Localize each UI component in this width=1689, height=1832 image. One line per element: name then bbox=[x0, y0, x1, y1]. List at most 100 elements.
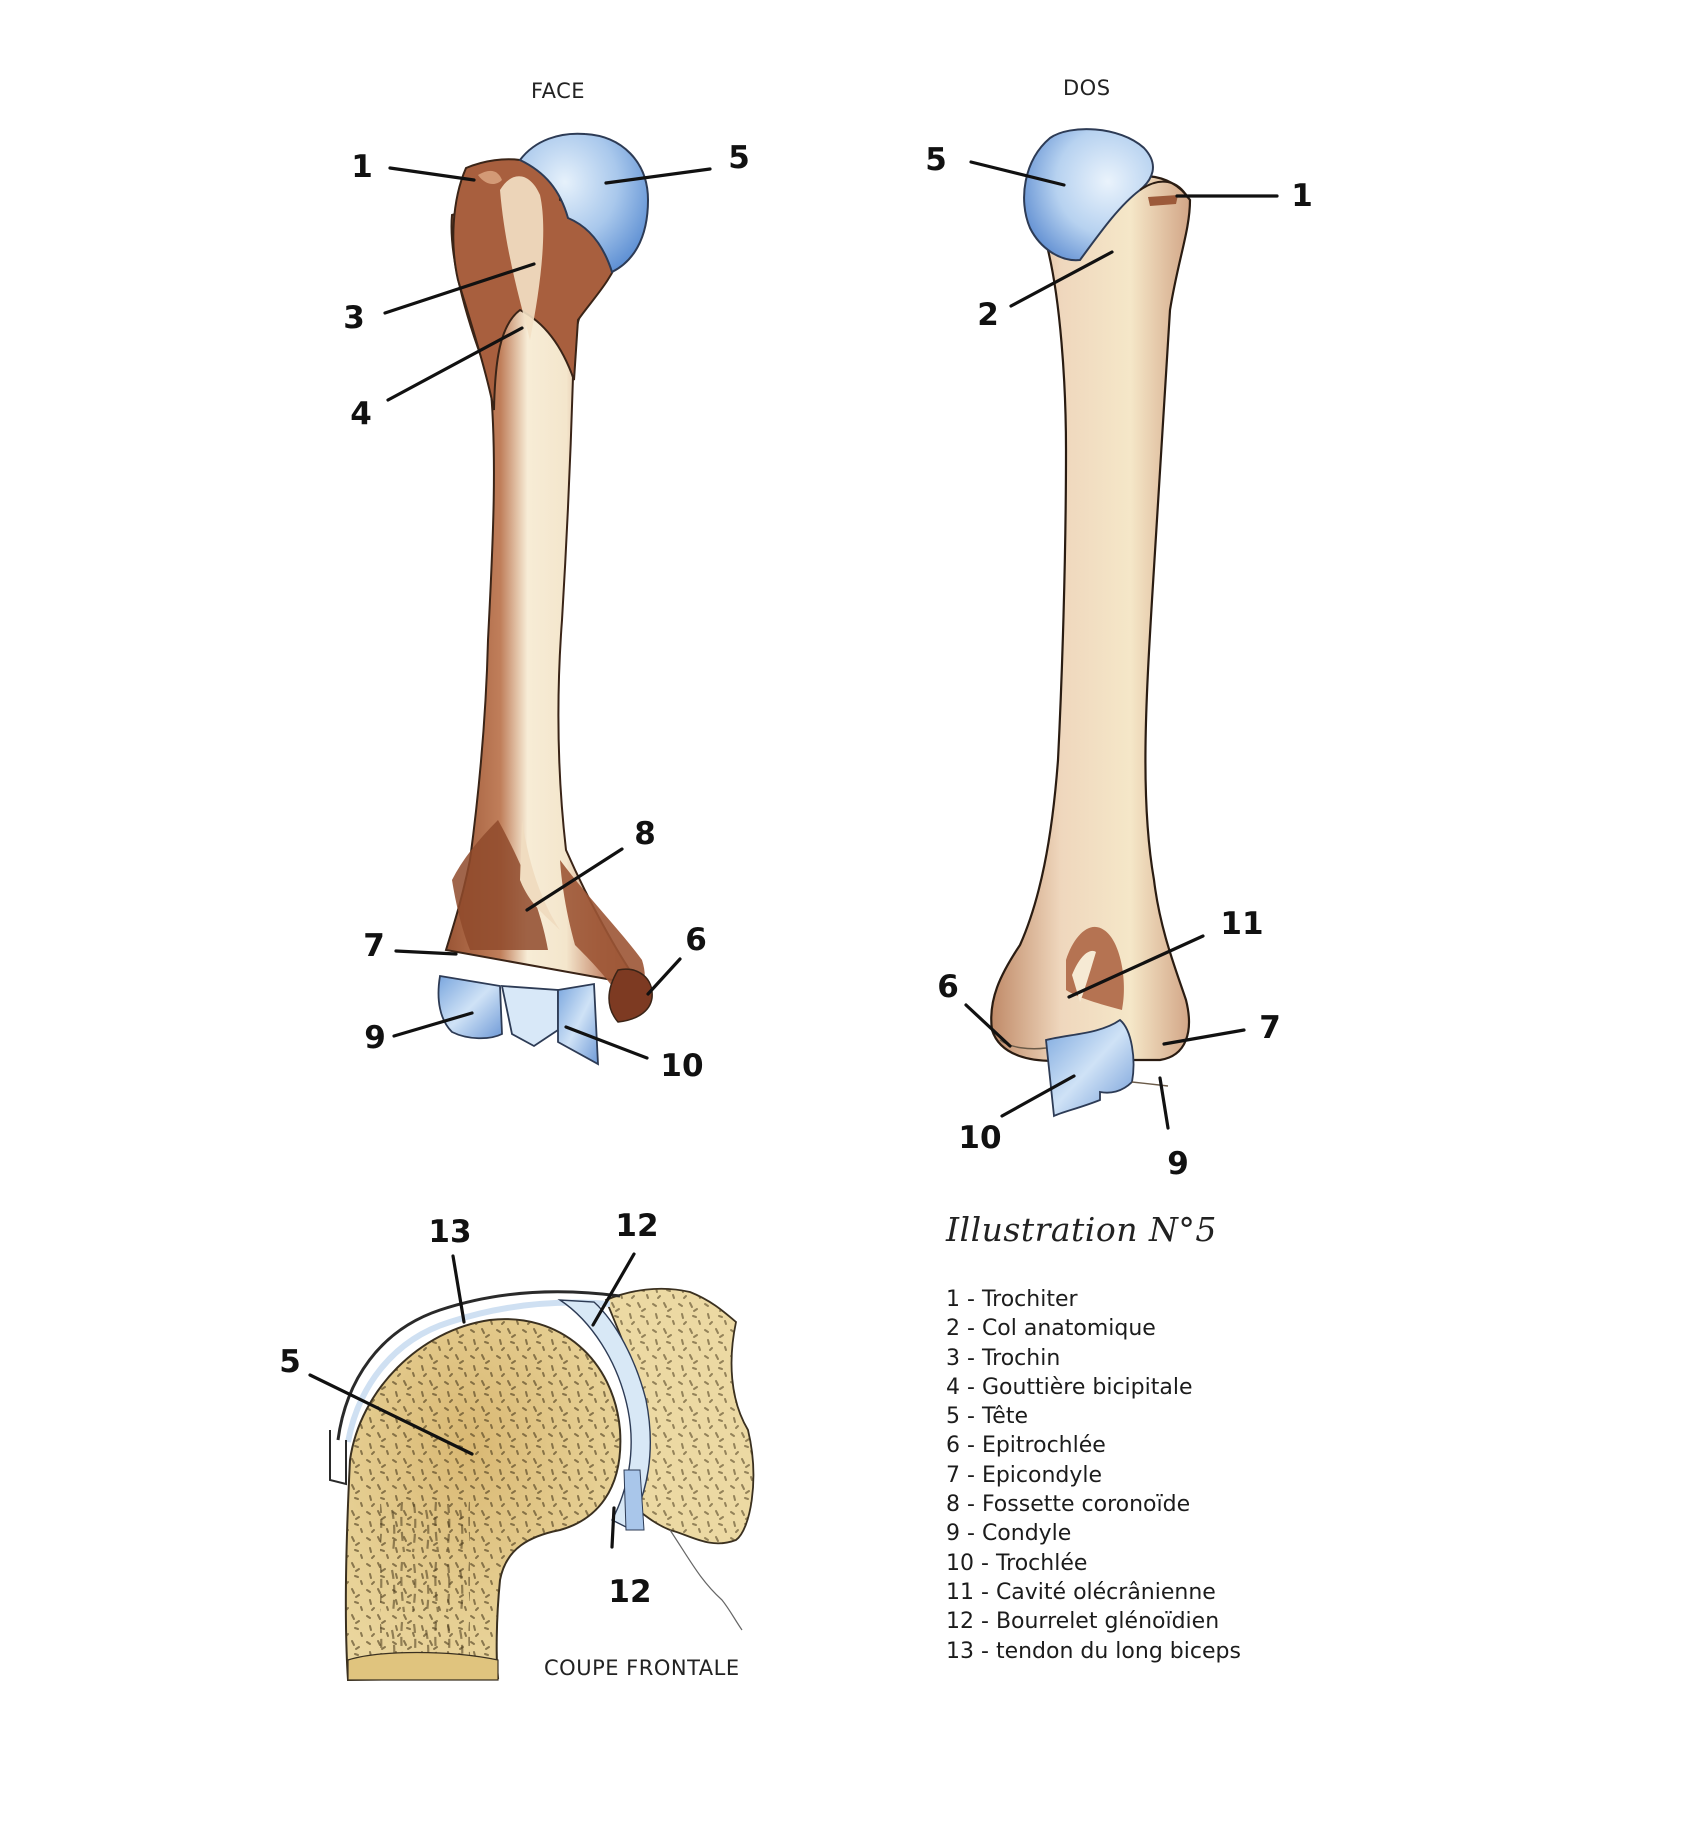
face-epitrochlea bbox=[608, 968, 653, 1023]
legend-item-number: 9 bbox=[946, 1521, 960, 1547]
legend-item-number: 7 bbox=[946, 1462, 960, 1488]
callout-dos-2: 2 bbox=[977, 297, 999, 333]
callout-face-10: 10 bbox=[660, 1048, 704, 1084]
frontal-section bbox=[329, 1287, 755, 1682]
legend-item-label: tendon du long biceps bbox=[995, 1638, 1241, 1664]
legend-item-separator: - bbox=[960, 1287, 982, 1312]
legend-item-separator: - bbox=[974, 1638, 996, 1664]
legend-item: 10 - Trochlée bbox=[946, 1549, 1406, 1578]
legend-item-number: 4 bbox=[946, 1374, 960, 1400]
leader-face-9 bbox=[392, 1011, 474, 1038]
legend-item-label: Epicondyle bbox=[981, 1462, 1103, 1488]
section-capsule bbox=[336, 1290, 621, 1441]
legend-item: 1 - Trochiter bbox=[946, 1285, 1406, 1314]
callout-face-5: 5 bbox=[728, 140, 750, 176]
legend-item-separator: - bbox=[960, 1404, 982, 1430]
callout-section-12-top: 12 bbox=[615, 1208, 659, 1244]
face-trochlea bbox=[557, 982, 599, 1066]
dos-head-cartilage bbox=[1023, 128, 1154, 262]
leader-dos-11 bbox=[1067, 934, 1205, 999]
callout-dos-1: 1 bbox=[1291, 178, 1313, 214]
legend-item-separator: - bbox=[960, 1521, 982, 1547]
legend-item-number: 13 bbox=[946, 1638, 974, 1664]
leader-dos-10 bbox=[1000, 1074, 1076, 1118]
legend-item-number: 12 bbox=[946, 1609, 974, 1635]
callout-dos-6: 6 bbox=[937, 969, 959, 1005]
callout-dos-5: 5 bbox=[925, 142, 947, 178]
legend-item: 12 - Bourrelet glénoïdien bbox=[946, 1607, 1406, 1636]
leader-dos-7 bbox=[1162, 1028, 1246, 1046]
leader-face-3 bbox=[383, 262, 536, 315]
callout-face-6: 6 bbox=[685, 922, 707, 958]
callout-face-1: 1 bbox=[351, 149, 373, 185]
legend-item-number: 6 bbox=[946, 1433, 960, 1459]
callout-dos-9: 9 bbox=[1167, 1146, 1189, 1182]
leader-face-5 bbox=[604, 167, 712, 185]
leader-dos-9 bbox=[1158, 1076, 1170, 1130]
leader-face-10 bbox=[564, 1025, 649, 1060]
leader-section-13 bbox=[451, 1254, 466, 1324]
legend-item: 8 - Fossette coronoïde bbox=[946, 1490, 1406, 1519]
callout-dos-10: 10 bbox=[958, 1120, 1002, 1156]
legend-item: 2 - Col anatomique bbox=[946, 1314, 1406, 1343]
legend-item-label: Trochlée bbox=[995, 1550, 1088, 1576]
callout-section-5: 5 bbox=[279, 1344, 301, 1380]
callout-face-8: 8 bbox=[634, 816, 656, 852]
dos-shaft bbox=[990, 174, 1192, 1062]
legend-item: 3 - Trochin bbox=[946, 1344, 1406, 1373]
legend-item-label: Fossette coronoïde bbox=[981, 1492, 1191, 1518]
legend-item-number: 10 bbox=[946, 1550, 974, 1576]
leader-face-8 bbox=[525, 847, 624, 912]
legend-item-separator: - bbox=[960, 1462, 982, 1488]
legend-item: 6 - Epitrochlée bbox=[946, 1431, 1406, 1460]
legend-item-separator: - bbox=[960, 1433, 982, 1459]
callout-face-4: 4 bbox=[350, 396, 372, 432]
leader-section-12-bottom bbox=[610, 1506, 616, 1549]
legend-item: 4 - Gouttière bicipitale bbox=[946, 1373, 1406, 1402]
leader-dos-6 bbox=[964, 1003, 1012, 1048]
callout-face-9: 9 bbox=[364, 1020, 386, 1056]
legend-item: 11 - Cavité olécrânienne bbox=[946, 1578, 1406, 1607]
legend-item-label: Cavité olécrânienne bbox=[995, 1579, 1216, 1605]
legend-item-number: 8 bbox=[946, 1492, 960, 1518]
face-trochlea-center bbox=[500, 985, 559, 1048]
view-title-face: FACE bbox=[531, 79, 586, 103]
legend-item: 7 - Epicondyle bbox=[946, 1461, 1406, 1490]
callout-face-7: 7 bbox=[363, 928, 385, 964]
legend-item-number: 1 bbox=[946, 1287, 960, 1312]
dos-view bbox=[990, 128, 1192, 1118]
legend-item-label: Condyle bbox=[981, 1521, 1072, 1547]
leader-face-4 bbox=[386, 326, 524, 402]
legend-item-label: Trochin bbox=[981, 1345, 1061, 1371]
face-view bbox=[437, 132, 653, 1066]
callout-dos-7: 7 bbox=[1259, 1010, 1281, 1046]
legend-item-separator: - bbox=[974, 1579, 996, 1605]
legend-item: 13 - tendon du long biceps bbox=[946, 1637, 1406, 1666]
face-head-cartilage bbox=[518, 132, 650, 274]
legend-item-label: Tête bbox=[981, 1404, 1028, 1430]
illustration-title: Illustration N°5 bbox=[946, 1210, 1217, 1249]
legend-item-number: 2 bbox=[946, 1316, 960, 1342]
legend-item-label: Col anatomique bbox=[981, 1316, 1156, 1342]
legend-item-separator: - bbox=[960, 1374, 982, 1400]
callout-section-12-bottom: 12 bbox=[608, 1574, 652, 1610]
legend-item-separator: - bbox=[960, 1345, 982, 1371]
leader-dos-2 bbox=[1009, 250, 1114, 308]
callout-face-3: 3 bbox=[343, 300, 365, 336]
leader-face-1 bbox=[388, 166, 476, 182]
leader-face-7 bbox=[394, 949, 458, 956]
legend-item-label: Trochiter bbox=[981, 1287, 1078, 1312]
leader-section-12-top bbox=[591, 1252, 636, 1327]
legend-item-label: Epitrochlée bbox=[981, 1433, 1106, 1459]
leader-face-6 bbox=[646, 957, 682, 996]
leader-section-5 bbox=[308, 1373, 474, 1456]
leader-lines bbox=[308, 160, 1279, 1549]
leader-dos-5 bbox=[969, 160, 1066, 187]
face-condyle bbox=[437, 974, 503, 1040]
view-title-dos: DOS bbox=[1063, 76, 1111, 100]
legend-item-number: 3 bbox=[946, 1345, 960, 1371]
legend-item-label: Bourrelet glénoïdien bbox=[995, 1609, 1220, 1635]
